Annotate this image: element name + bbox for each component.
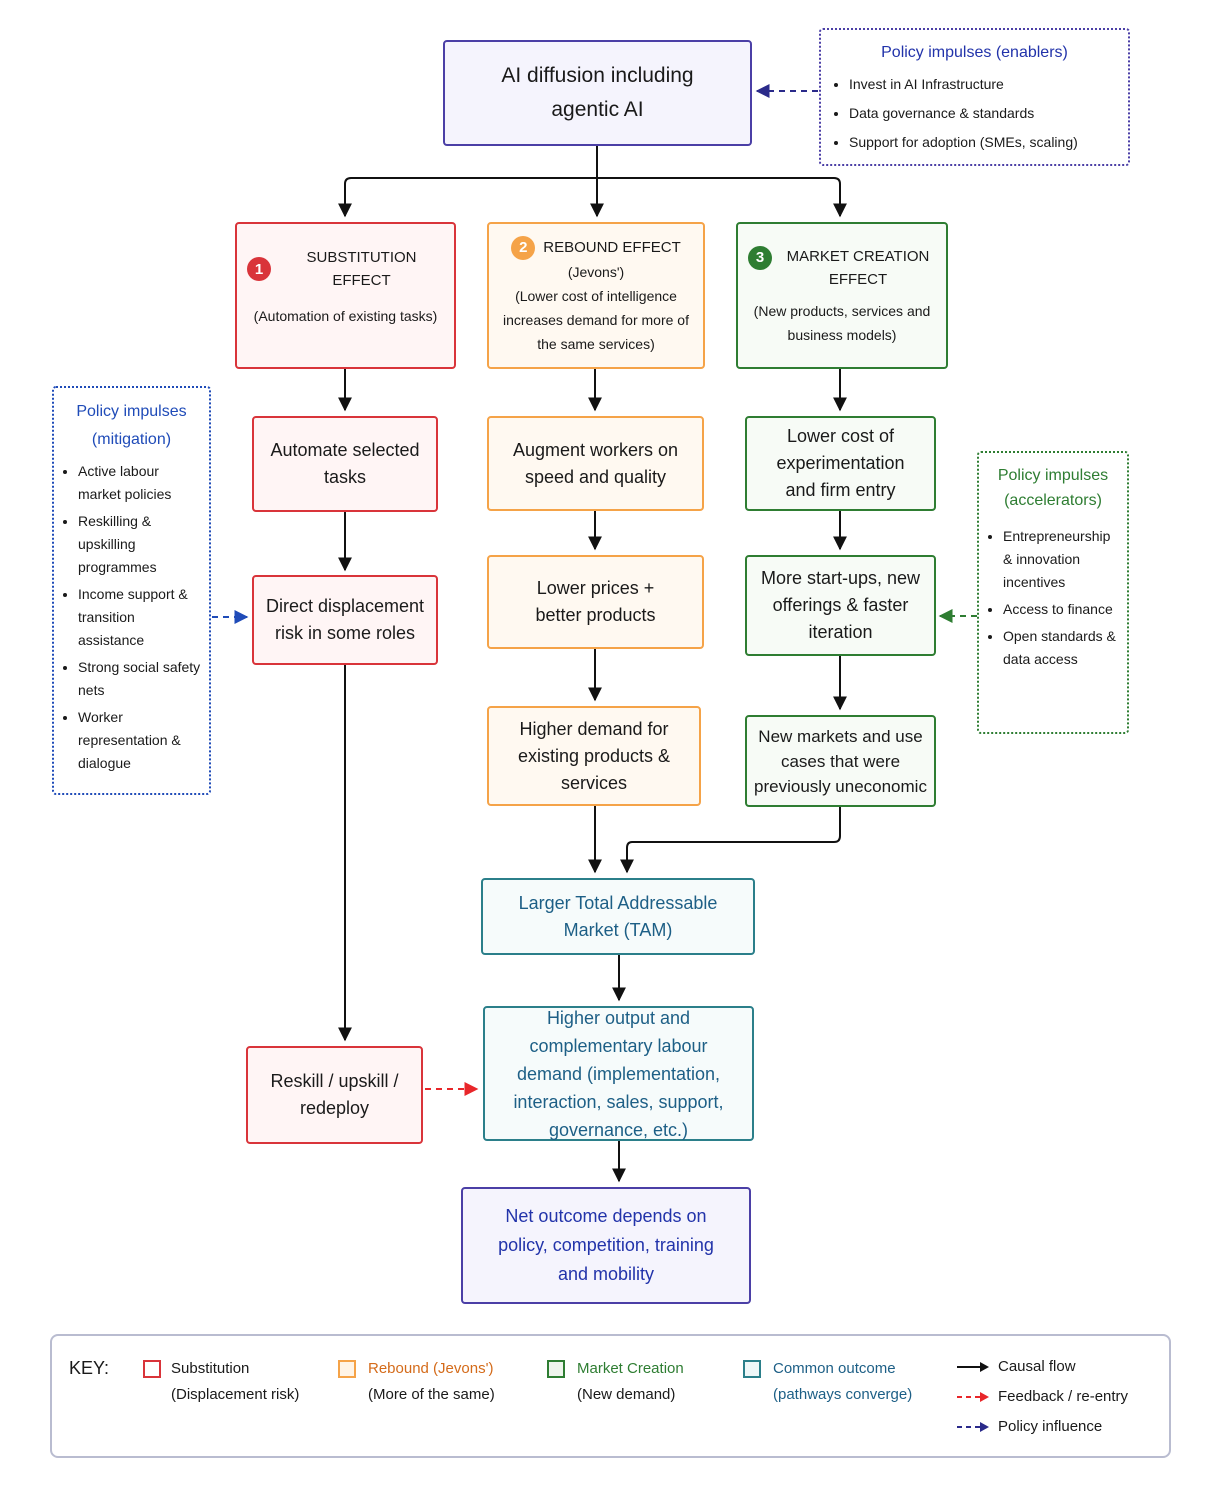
legend-swatch-rebound [338, 1360, 356, 1378]
legend-outcome: Common outcome (pathways converge) [773, 1356, 912, 1408]
displacement-risk-box: Direct displacement risk in some roles [252, 575, 438, 665]
legend-policy-arrow [957, 1422, 989, 1432]
mitigation-item: Income support & transition assistance [78, 583, 201, 652]
tam-box: Larger Total Addressable Market (TAM) [481, 878, 755, 955]
number-2-badge: 2 [511, 235, 536, 260]
legend-market-name: Market Creation [577, 1360, 684, 1377]
augment-workers-label: Augment workers on speed and quality [512, 439, 679, 487]
new-markets-label: New markets and use cases that were prev… [754, 726, 927, 796]
legend-key: KEY: Substitution (Displacement risk) Re… [50, 1334, 1171, 1458]
displacement-risk-label: Direct displacement risk in some roles [265, 596, 425, 643]
policy-enablers-title: Policy impulses (enablers) [881, 44, 1068, 61]
legend-outcome-sub: (pathways converge) [773, 1386, 913, 1403]
number-1-badge: 1 [247, 257, 271, 281]
legend-policy-label: Policy influence [998, 1418, 1103, 1435]
lower-prices-box: Lower prices + better products [487, 555, 704, 649]
legend-feedback: Feedback / re-entry [956, 1386, 1128, 1408]
augment-workers-box: Augment workers on speed and quality [487, 416, 704, 511]
legend-causal-label: Causal flow [998, 1358, 1076, 1375]
policy-mitigation-title: Policy impulses (mitigation) [76, 403, 187, 448]
automate-tasks-label: Automate selected tasks [270, 440, 420, 487]
market-creation-box: 3 MARKET CREATION EFFECT (New products, … [736, 222, 948, 369]
key-label: KEY: [69, 1358, 110, 1378]
accelerators-item: Open standards & data access [1003, 625, 1119, 671]
policy-enablers-box: Policy impulses (enablers) Invest in AI … [819, 28, 1130, 166]
substitution-effect-box: 1 SUBSTITUTION EFFECT (Automation of exi… [235, 222, 456, 369]
arrow-newmarkets-to-tam [620, 807, 841, 874]
higher-output-label: Higher output and complementary labour d… [513, 1007, 724, 1140]
ai-diffusion-line1: AI diffusion including [501, 64, 694, 87]
net-outcome-label: Net outcome depends on policy, competiti… [498, 1206, 714, 1284]
legend-substitution-name: Substitution [171, 1360, 250, 1377]
automate-tasks-box: Automate selected tasks [252, 416, 438, 512]
policy-accelerators-title: Policy impulses (accelerators) [997, 467, 1109, 509]
tam-label: Larger Total Addressable Market (TAM) [518, 892, 718, 940]
enablers-item: Invest in AI Infrastructure [849, 72, 1116, 97]
lower-cost-experimentation-box: Lower cost of experimentation and firm e… [745, 416, 936, 511]
reskill-label: Reskill / upskill / redeploy [270, 1071, 399, 1118]
legend-feedback-arrow [957, 1392, 989, 1402]
substitution-desc: (Automation of existing tasks) [253, 308, 438, 324]
legend-rebound-name: Rebound (Jevons') [368, 1360, 494, 1377]
higher-demand-box: Higher demand for existing products & se… [487, 706, 701, 806]
rebound-sub: (Jevons') [567, 263, 625, 280]
arrow-to-market [597, 177, 847, 218]
higher-demand-label: Higher demand for existing products & se… [517, 718, 671, 793]
legend-policy-influence: Policy influence [956, 1416, 1102, 1438]
accelerators-item: Entrepreneurship & innovation incentives [1003, 525, 1119, 594]
mitigation-item: Active labour market policies [78, 460, 201, 506]
lower-prices-label: Lower prices + better products [535, 578, 656, 625]
new-markets-box: New markets and use cases that were prev… [745, 715, 936, 807]
legend-rebound: Rebound (Jevons') (More of the same) [368, 1356, 495, 1408]
net-outcome-box: Net outcome depends on policy, competiti… [461, 1187, 751, 1304]
lower-cost-label: Lower cost of experimentation and firm e… [776, 426, 905, 500]
legend-rebound-sub: (More of the same) [368, 1386, 495, 1403]
legend-substitution-sub: (Displacement risk) [171, 1386, 300, 1403]
mitigation-item: Strong social safety nets [78, 656, 201, 702]
rebound-desc: (Lower cost of intelligence increases de… [503, 287, 689, 352]
reskill-box: Reskill / upskill / redeploy [246, 1046, 423, 1144]
legend-swatch-market [547, 1360, 565, 1378]
legend-causal-flow: Causal flow [956, 1356, 1076, 1378]
startups-label: More start-ups, new offerings & faster i… [760, 568, 921, 642]
enablers-item: Support for adoption (SMEs, scaling) [849, 130, 1116, 155]
arrow-to-substitution [338, 177, 597, 218]
legend-substitution: Substitution (Displacement risk) [171, 1356, 299, 1408]
legend-market-sub: (New demand) [577, 1386, 676, 1403]
mitigation-item: Reskilling & upskilling programmes [78, 510, 201, 579]
market-title: MARKET CREATION EFFECT [786, 247, 930, 288]
legend-swatch-substitution [143, 1360, 161, 1378]
policy-mitigation-box: Policy impulses (mitigation) Active labo… [52, 386, 211, 795]
legend-market: Market Creation (New demand) [577, 1356, 684, 1408]
policy-accelerators-box: Policy impulses (accelerators) Entrepren… [977, 451, 1129, 734]
legend-outcome-name: Common outcome [773, 1360, 896, 1377]
higher-output-box: Higher output and complementary labour d… [483, 1006, 754, 1141]
ai-diffusion-box: AI diffusion including agentic AI [443, 40, 752, 146]
rebound-effect-box: 2 REBOUND EFFECT (Jevons') (Lower cost o… [487, 222, 705, 369]
accelerators-item: Access to finance [1003, 598, 1119, 621]
market-desc: (New products, services and business mod… [753, 302, 931, 343]
number-3-badge: 3 [748, 245, 772, 270]
legend-swatch-outcome [743, 1360, 761, 1378]
rebound-title: REBOUND EFFECT [543, 239, 681, 256]
legend-causal-arrow [957, 1362, 989, 1372]
mitigation-item: Worker representation & dialogue [78, 706, 201, 775]
startups-box: More start-ups, new offerings & faster i… [745, 555, 936, 656]
legend-feedback-label: Feedback / re-entry [998, 1388, 1129, 1405]
ai-diffusion-line2: agentic AI [551, 98, 644, 121]
substitution-title: SUBSTITUTION EFFECT [306, 249, 417, 289]
enablers-item: Data governance & standards [849, 101, 1116, 126]
